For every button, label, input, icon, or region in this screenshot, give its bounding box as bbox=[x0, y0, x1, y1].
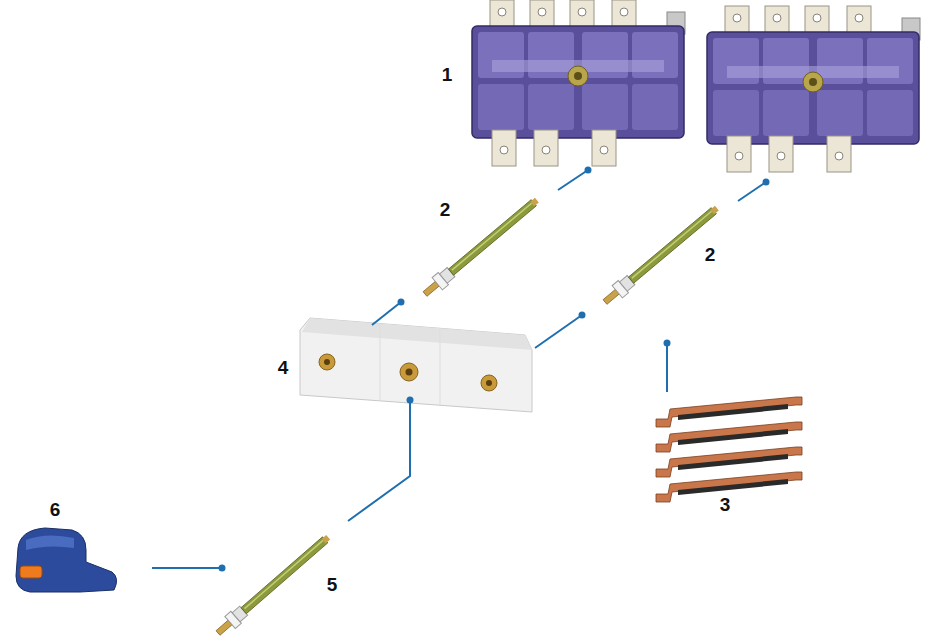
callout-number: 6 bbox=[50, 499, 61, 521]
extension-shaft bbox=[213, 531, 334, 639]
callout-number: 4 bbox=[278, 357, 289, 379]
switch-disconnector bbox=[707, 6, 920, 172]
leader-dots bbox=[219, 167, 770, 572]
callout-number: 1 bbox=[442, 64, 453, 86]
leader-lines bbox=[152, 170, 766, 568]
rotary-handle bbox=[16, 528, 117, 592]
busbar-set bbox=[656, 397, 802, 502]
extension-shaft bbox=[420, 194, 542, 300]
extension-shaft bbox=[600, 202, 722, 308]
shaft-coupling-block bbox=[300, 318, 532, 412]
callout-number: 3 bbox=[720, 494, 731, 516]
callout-number: 2 bbox=[440, 199, 451, 221]
callout-number: 5 bbox=[327, 574, 338, 596]
switch-disconnector bbox=[472, 0, 685, 166]
callout-number: 2 bbox=[705, 244, 716, 266]
